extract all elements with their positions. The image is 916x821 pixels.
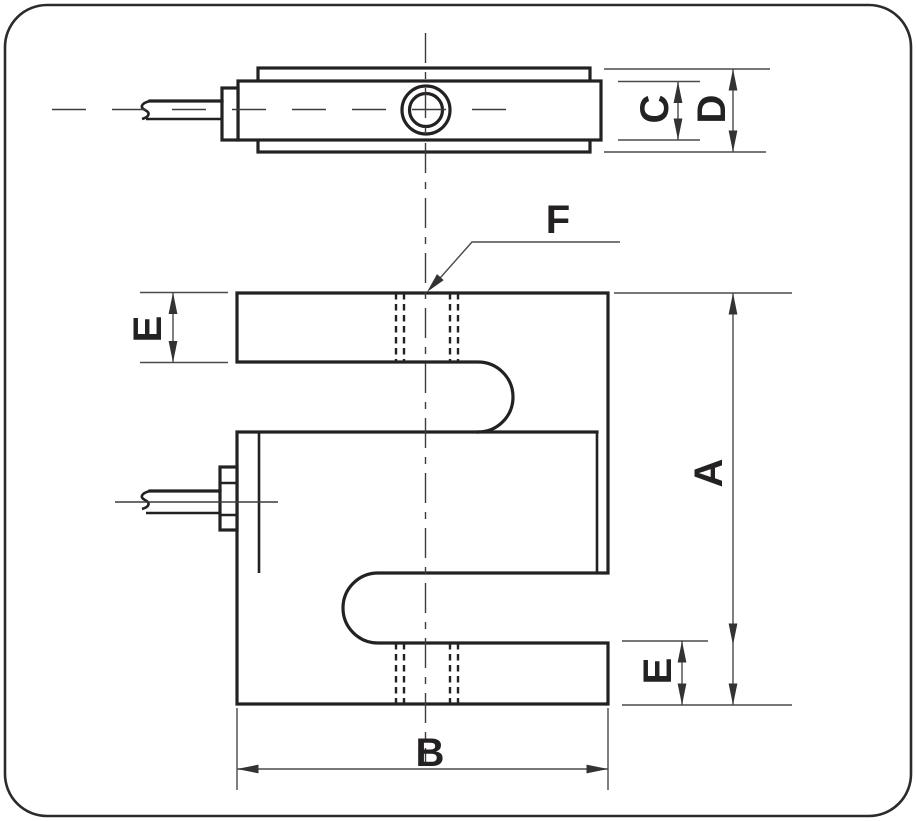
front-view-cable-gland [218, 465, 239, 532]
dim-A-arrow-up [728, 293, 738, 315]
dim-label-E-top: E [126, 316, 170, 343]
dim-E-bottom-arrow-up [677, 641, 687, 663]
dim-A-arrow-down [728, 683, 738, 705]
side-view-body [236, 79, 603, 142]
dim-label-C: C [633, 95, 677, 124]
dim-C-arrow-up [673, 81, 683, 103]
drawing-frame [3, 3, 913, 818]
dim-A-arrow-mid [728, 623, 738, 645]
dim-E-bottom-arrow-down [677, 683, 687, 705]
dim-B-arrow-right [586, 764, 608, 774]
threaded-holes [394, 293, 460, 704]
side-view [52, 66, 603, 154]
dimension-B: B [236, 708, 609, 790]
dimension-C-D: C D [604, 68, 770, 153]
dim-F-arrowhead [427, 274, 444, 292]
front-view-cable-break [140, 489, 151, 511]
dim-label-D: D [690, 95, 734, 124]
dim-F-leader [432, 241, 620, 287]
front-view-s-outline [235, 291, 610, 706]
dim-label-F: F [546, 198, 570, 242]
side-view-cable-gland [220, 86, 240, 142]
dim-C-arrow-down [673, 118, 683, 140]
dim-label-B: B [416, 731, 445, 775]
dim-label-E-bottom: E [636, 658, 680, 685]
dim-E-top-arrow-down [168, 341, 178, 363]
dim-E-top-arrow-up [168, 292, 178, 314]
dim-B-arrow-left [237, 764, 259, 774]
front-view [115, 291, 610, 706]
dim-label-A: A [687, 459, 731, 488]
dim-D-arrow-up [728, 69, 738, 91]
dim-D-arrow-down [728, 130, 738, 152]
dimension-E-bottom: E [622, 640, 708, 705]
dimension-E-top: E [126, 291, 228, 364]
dimension-A: A [614, 292, 792, 706]
dimension-F: F [427, 198, 620, 292]
